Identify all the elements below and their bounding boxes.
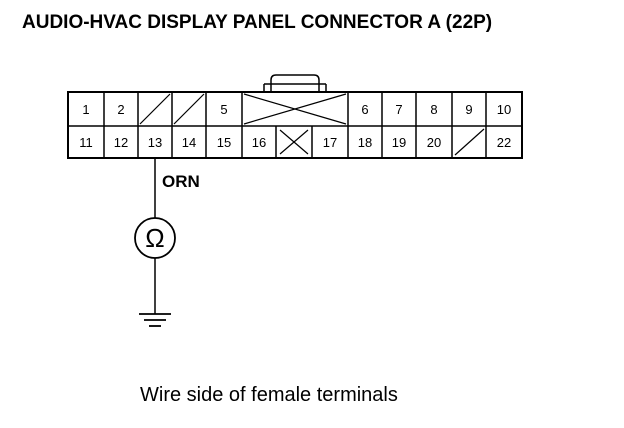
ohmmeter-icon: Ω [134,217,176,259]
terminal-2: 2 [117,102,124,117]
top-row: 1 2 5 6 7 8 9 10 [82,92,511,126]
terminal-12: 12 [114,135,128,150]
blocked-cavity-mark [243,93,347,125]
empty-cavity-mark [173,93,205,125]
terminal-22: 22 [497,135,511,150]
terminal-11: 11 [79,135,93,150]
ohm-symbol: Ω [145,223,164,253]
terminal-8: 8 [430,102,437,117]
terminal-10: 10 [497,102,511,117]
terminal-13: 13 [148,135,162,150]
blocked-cavity-mark [279,129,309,155]
connector-frame [67,91,523,159]
wire-color-label: ORN [162,172,200,191]
terminal-6: 6 [361,102,368,117]
connector-lock-tab [270,74,320,92]
terminal-18: 18 [358,135,372,150]
terminal-16: 16 [252,135,266,150]
empty-cavity-mark [139,93,171,125]
bottom-row: 11 12 13 14 15 16 17 18 19 20 22 [79,126,511,158]
terminal-20: 20 [427,135,441,150]
diagram-title: AUDIO-HVAC DISPLAY PANEL CONNECTOR A (22… [22,12,493,33]
empty-cavity-mark [454,128,485,156]
terminal-14: 14 [182,135,196,150]
terminal-1: 1 [82,102,89,117]
terminal-9: 9 [465,102,472,117]
ground-icon [139,313,171,327]
terminal-5: 5 [220,102,227,117]
terminal-15: 15 [217,135,231,150]
terminal-17: 17 [323,135,337,150]
terminal-7: 7 [395,102,402,117]
terminal-19: 19 [392,135,406,150]
diagram-caption: Wire side of female terminals [140,384,398,406]
